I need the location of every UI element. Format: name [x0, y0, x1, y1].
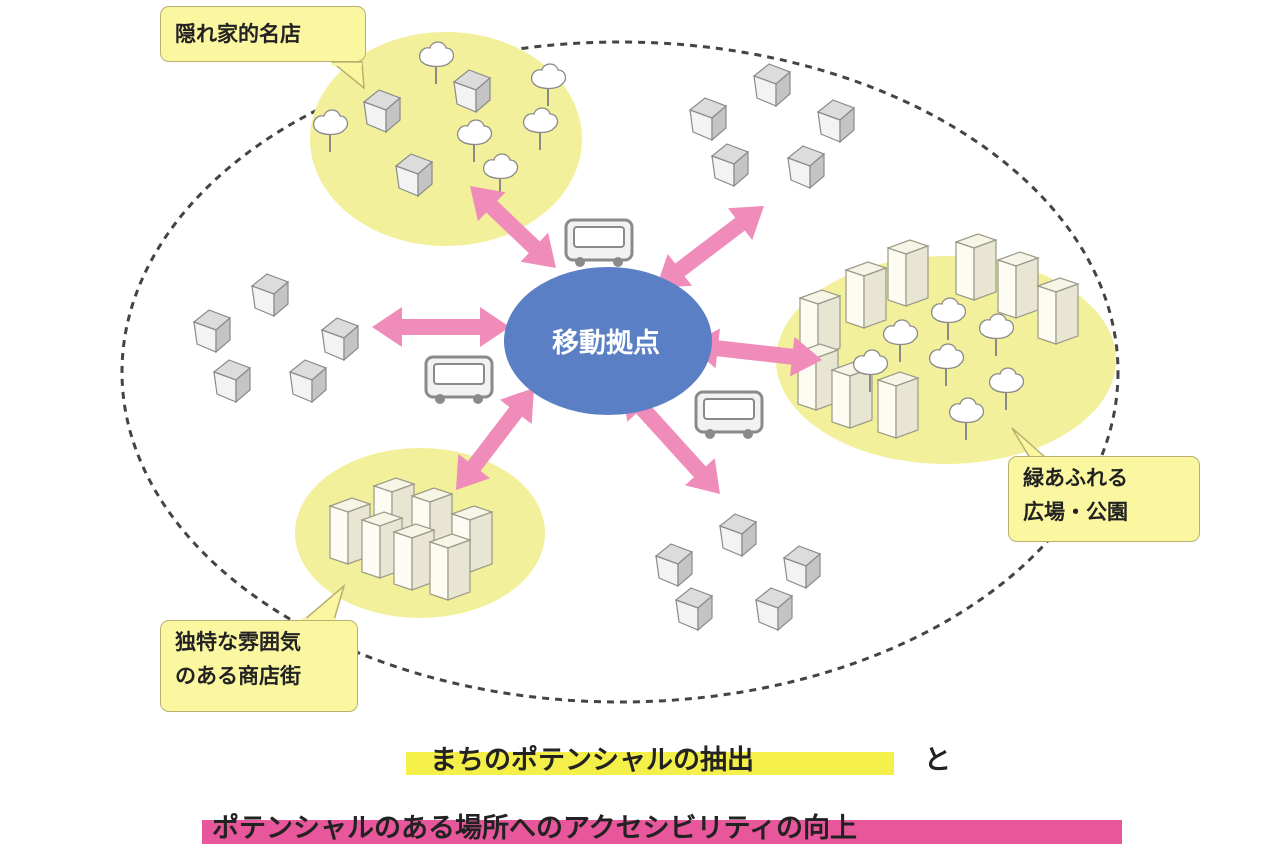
house-icon — [193, 309, 231, 353]
caption-highlight-yellow — [406, 752, 894, 775]
vehicle-icon — [424, 355, 494, 406]
hub-circle — [504, 267, 712, 415]
town-boundary — [120, 40, 1120, 704]
callout-green-plaza-line2: 広場・公園 — [1023, 500, 1128, 524]
house-icon — [783, 545, 821, 589]
caption-line1: まちのポテンシャルの抽出 — [430, 745, 754, 776]
house-icon — [755, 587, 793, 631]
houses-top-right — [689, 63, 855, 189]
building-icon — [845, 261, 887, 329]
house-icon — [719, 513, 757, 557]
callout-tail — [301, 583, 346, 621]
building-icon — [877, 371, 919, 439]
houses-bottom-right — [655, 513, 821, 631]
house-icon — [817, 99, 855, 143]
building-icon — [955, 233, 997, 301]
callout-shopping-street-line1: 独特な雰囲気 — [175, 630, 301, 654]
area-hidden-shop — [310, 32, 582, 246]
house-icon — [213, 359, 251, 403]
house-icon — [289, 359, 327, 403]
house-icon — [753, 63, 791, 107]
house-icon — [251, 273, 289, 317]
caption-line2: ポテンシャルのある場所へのアクセシビリティの向上 — [212, 813, 858, 844]
house-icon — [675, 587, 713, 631]
callout-green-plaza-line1: 緑あふれる — [1023, 466, 1128, 490]
callout-shopping-street-line2: のある商店街 — [175, 664, 301, 688]
house-icon — [711, 143, 749, 187]
vehicle-icon — [694, 390, 764, 441]
access-arrows — [372, 186, 822, 494]
callout-hidden-shop: 隠れ家的名店 — [160, 6, 366, 62]
double-arrow-icon — [470, 186, 556, 268]
callout-tail — [329, 61, 365, 90]
double-arrow-icon — [656, 206, 764, 288]
houses-left — [193, 273, 359, 403]
double-arrow-icon — [372, 307, 510, 347]
callout-hidden-shop-text: 隠れ家的名店 — [175, 22, 301, 46]
caption-highlight-pink — [202, 820, 1122, 844]
building-icon — [393, 523, 435, 591]
double-arrow-icon — [622, 386, 720, 494]
double-arrow-icon — [688, 328, 822, 377]
double-arrow-icon — [456, 388, 534, 490]
building-icon — [997, 251, 1039, 319]
building-icon — [1037, 277, 1079, 345]
house-icon — [787, 145, 825, 189]
hub-label: 移動拠点 — [552, 328, 660, 359]
callout-green-plaza: 緑あふれる 広場・公園 — [1008, 456, 1200, 542]
house-icon — [655, 543, 693, 587]
building-icon — [429, 533, 471, 601]
vehicle-icon — [564, 218, 634, 269]
building-icon — [887, 239, 929, 307]
callout-shopping-street: 独特な雰囲気 のある商店街 — [160, 620, 358, 712]
house-icon — [321, 317, 359, 361]
house-icon — [689, 97, 727, 141]
caption-connector: と — [924, 745, 951, 776]
